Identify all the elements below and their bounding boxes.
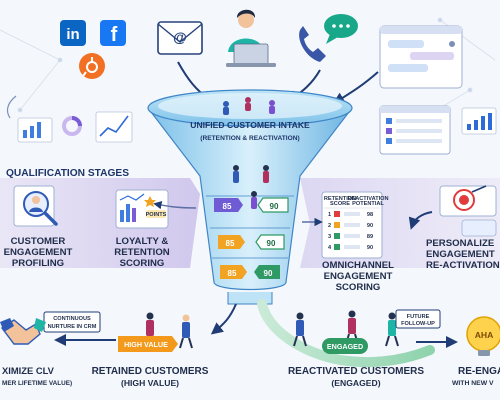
reactivated-line1: REACTIVATED CUSTOMERS <box>288 366 424 377</box>
stage-profiling-line2: ENGAGEMENT <box>4 247 73 258</box>
score-left-2: 85 <box>226 239 235 248</box>
facebook-logo-text: f <box>111 24 118 46</box>
score-table-value-3: 89 <box>367 234 373 240</box>
score-table-rank-2: 2 <box>328 223 331 229</box>
score-right-2: 90 <box>267 239 276 248</box>
stage-profiling-line1: CUSTOMER <box>11 236 66 247</box>
stage-customer-profiling: CUSTOMER ENGAGEMENT PROFILING <box>4 236 73 269</box>
trend-chart-icon <box>96 112 132 142</box>
continuous-line1: CONTINUOUS <box>53 316 91 322</box>
score-table-rank-3: 3 <box>328 234 331 240</box>
score-left-1: 85 <box>223 202 232 211</box>
stage-personalized-reactivation: PERSONALIZE ENGAGEMENT RE-ACTIVATION <box>426 238 500 271</box>
future-followup-tag: FUTURE FOLLOW-UP <box>396 310 440 328</box>
stage-loyalty-scoring: LOYALTY & RETENTION SCORING <box>114 236 170 269</box>
clv-line2: MER LIFETIME VALUE) <box>2 380 72 387</box>
retained-line1: RETAINED CUSTOMERS <box>92 366 209 377</box>
stage-omnichannel-line3: SCORING <box>336 282 381 293</box>
clv-line1: XIMIZE CLV <box>2 365 55 376</box>
score-badge-right-2: 90 <box>256 235 284 249</box>
facebook-icon: f <box>100 20 126 46</box>
email-preview-box <box>462 220 496 236</box>
bar-chart-right-icon <box>462 108 496 134</box>
qualification-stages-heading: QUALIFICATION STAGES <box>6 168 129 179</box>
reengage-line1: RE-ENGA <box>458 366 500 377</box>
email-at-symbol: @ <box>173 29 187 45</box>
analytics-bar-icon <box>18 118 52 142</box>
stage-personalized-line3: RE-ACTIVATION <box>426 260 500 271</box>
stage-loyalty-line3: SCORING <box>120 258 165 269</box>
stage-profiling-line3: PROFILING <box>12 258 64 269</box>
future-line1: FUTURE <box>407 314 430 320</box>
score-badge-left-1: 85 <box>214 198 243 212</box>
target-dashboard-icon <box>440 186 496 216</box>
funnel-title: UNIFIED CUSTOMER INTAKE <box>190 120 310 130</box>
reengage-line2: WITH NEW V <box>452 380 494 387</box>
profile-magnifier-icon <box>14 186 56 226</box>
outcome-reengage: RE-ENGA WITH NEW V <box>452 366 500 387</box>
reactivated-line2: (ENGAGED) <box>331 378 380 388</box>
hubspot-icon <box>79 53 105 79</box>
score-table: RETENTION SCORE REACTIVATION POTENTIAL 1… <box>322 192 389 258</box>
email-icon: @ <box>158 22 202 54</box>
score-table-marker-4 <box>334 244 340 250</box>
score-table-col2b: POTENTIAL <box>352 201 384 207</box>
engaged-label: ENGAGED <box>327 342 363 351</box>
chat-window-illustration <box>380 26 462 88</box>
stage-omnichannel-line2: ENGAGEMENT <box>324 271 393 282</box>
score-badge-right-1: 90 <box>258 198 288 212</box>
retained-line2: (HIGH VALUE) <box>121 378 179 388</box>
continuous-nurture-tag: CONTINUOUS NURTURE IN CRM <box>44 312 100 332</box>
score-badge-right-3: 90 <box>254 265 280 279</box>
stage-personalized-line2: ENGAGEMENT <box>426 249 495 260</box>
stage-loyalty-line2: RETENTION <box>114 247 170 258</box>
stage-loyalty-line1: LOYALTY & <box>116 236 169 247</box>
points-label: POINTS <box>146 212 167 218</box>
score-table-value-4: 90 <box>367 245 373 251</box>
score-table-rank-1: 1 <box>328 212 331 218</box>
linkedin-icon: in <box>60 20 86 46</box>
score-table-marker-2 <box>334 222 340 228</box>
engaged-tag: ENGAGED <box>322 338 368 354</box>
high-value-label: HIGH VALUE <box>124 340 168 349</box>
stage-personalized-line1: PERSONALIZE <box>426 238 495 249</box>
high-value-tag: HIGH VALUE <box>118 336 178 352</box>
score-left-3: 85 <box>228 269 237 278</box>
score-right-1: 90 <box>270 202 279 211</box>
score-badge-left-3: 85 <box>220 265 247 279</box>
stage-omnichannel-line1: OMNICHANNEL <box>322 260 394 271</box>
aha-label: AHA <box>475 330 494 340</box>
score-table-marker-3 <box>334 233 340 239</box>
score-badge-left-2: 85 <box>218 235 245 249</box>
score-table-value-1: 98 <box>367 212 373 218</box>
linkedin-logo-text: in <box>66 26 79 43</box>
continuous-line2: NURTURE IN CRM <box>48 324 97 330</box>
score-right-3: 90 <box>264 269 273 278</box>
future-line2: FOLLOW-UP <box>401 321 435 327</box>
funnel-subtitle: (RETENTION & REACTIVATION) <box>200 135 299 142</box>
score-table-marker-1 <box>334 211 340 217</box>
dashboard-window-illustration <box>380 106 450 154</box>
score-table-value-2: 90 <box>367 223 373 229</box>
loyalty-dashboard-icon: POINTS <box>116 190 168 228</box>
